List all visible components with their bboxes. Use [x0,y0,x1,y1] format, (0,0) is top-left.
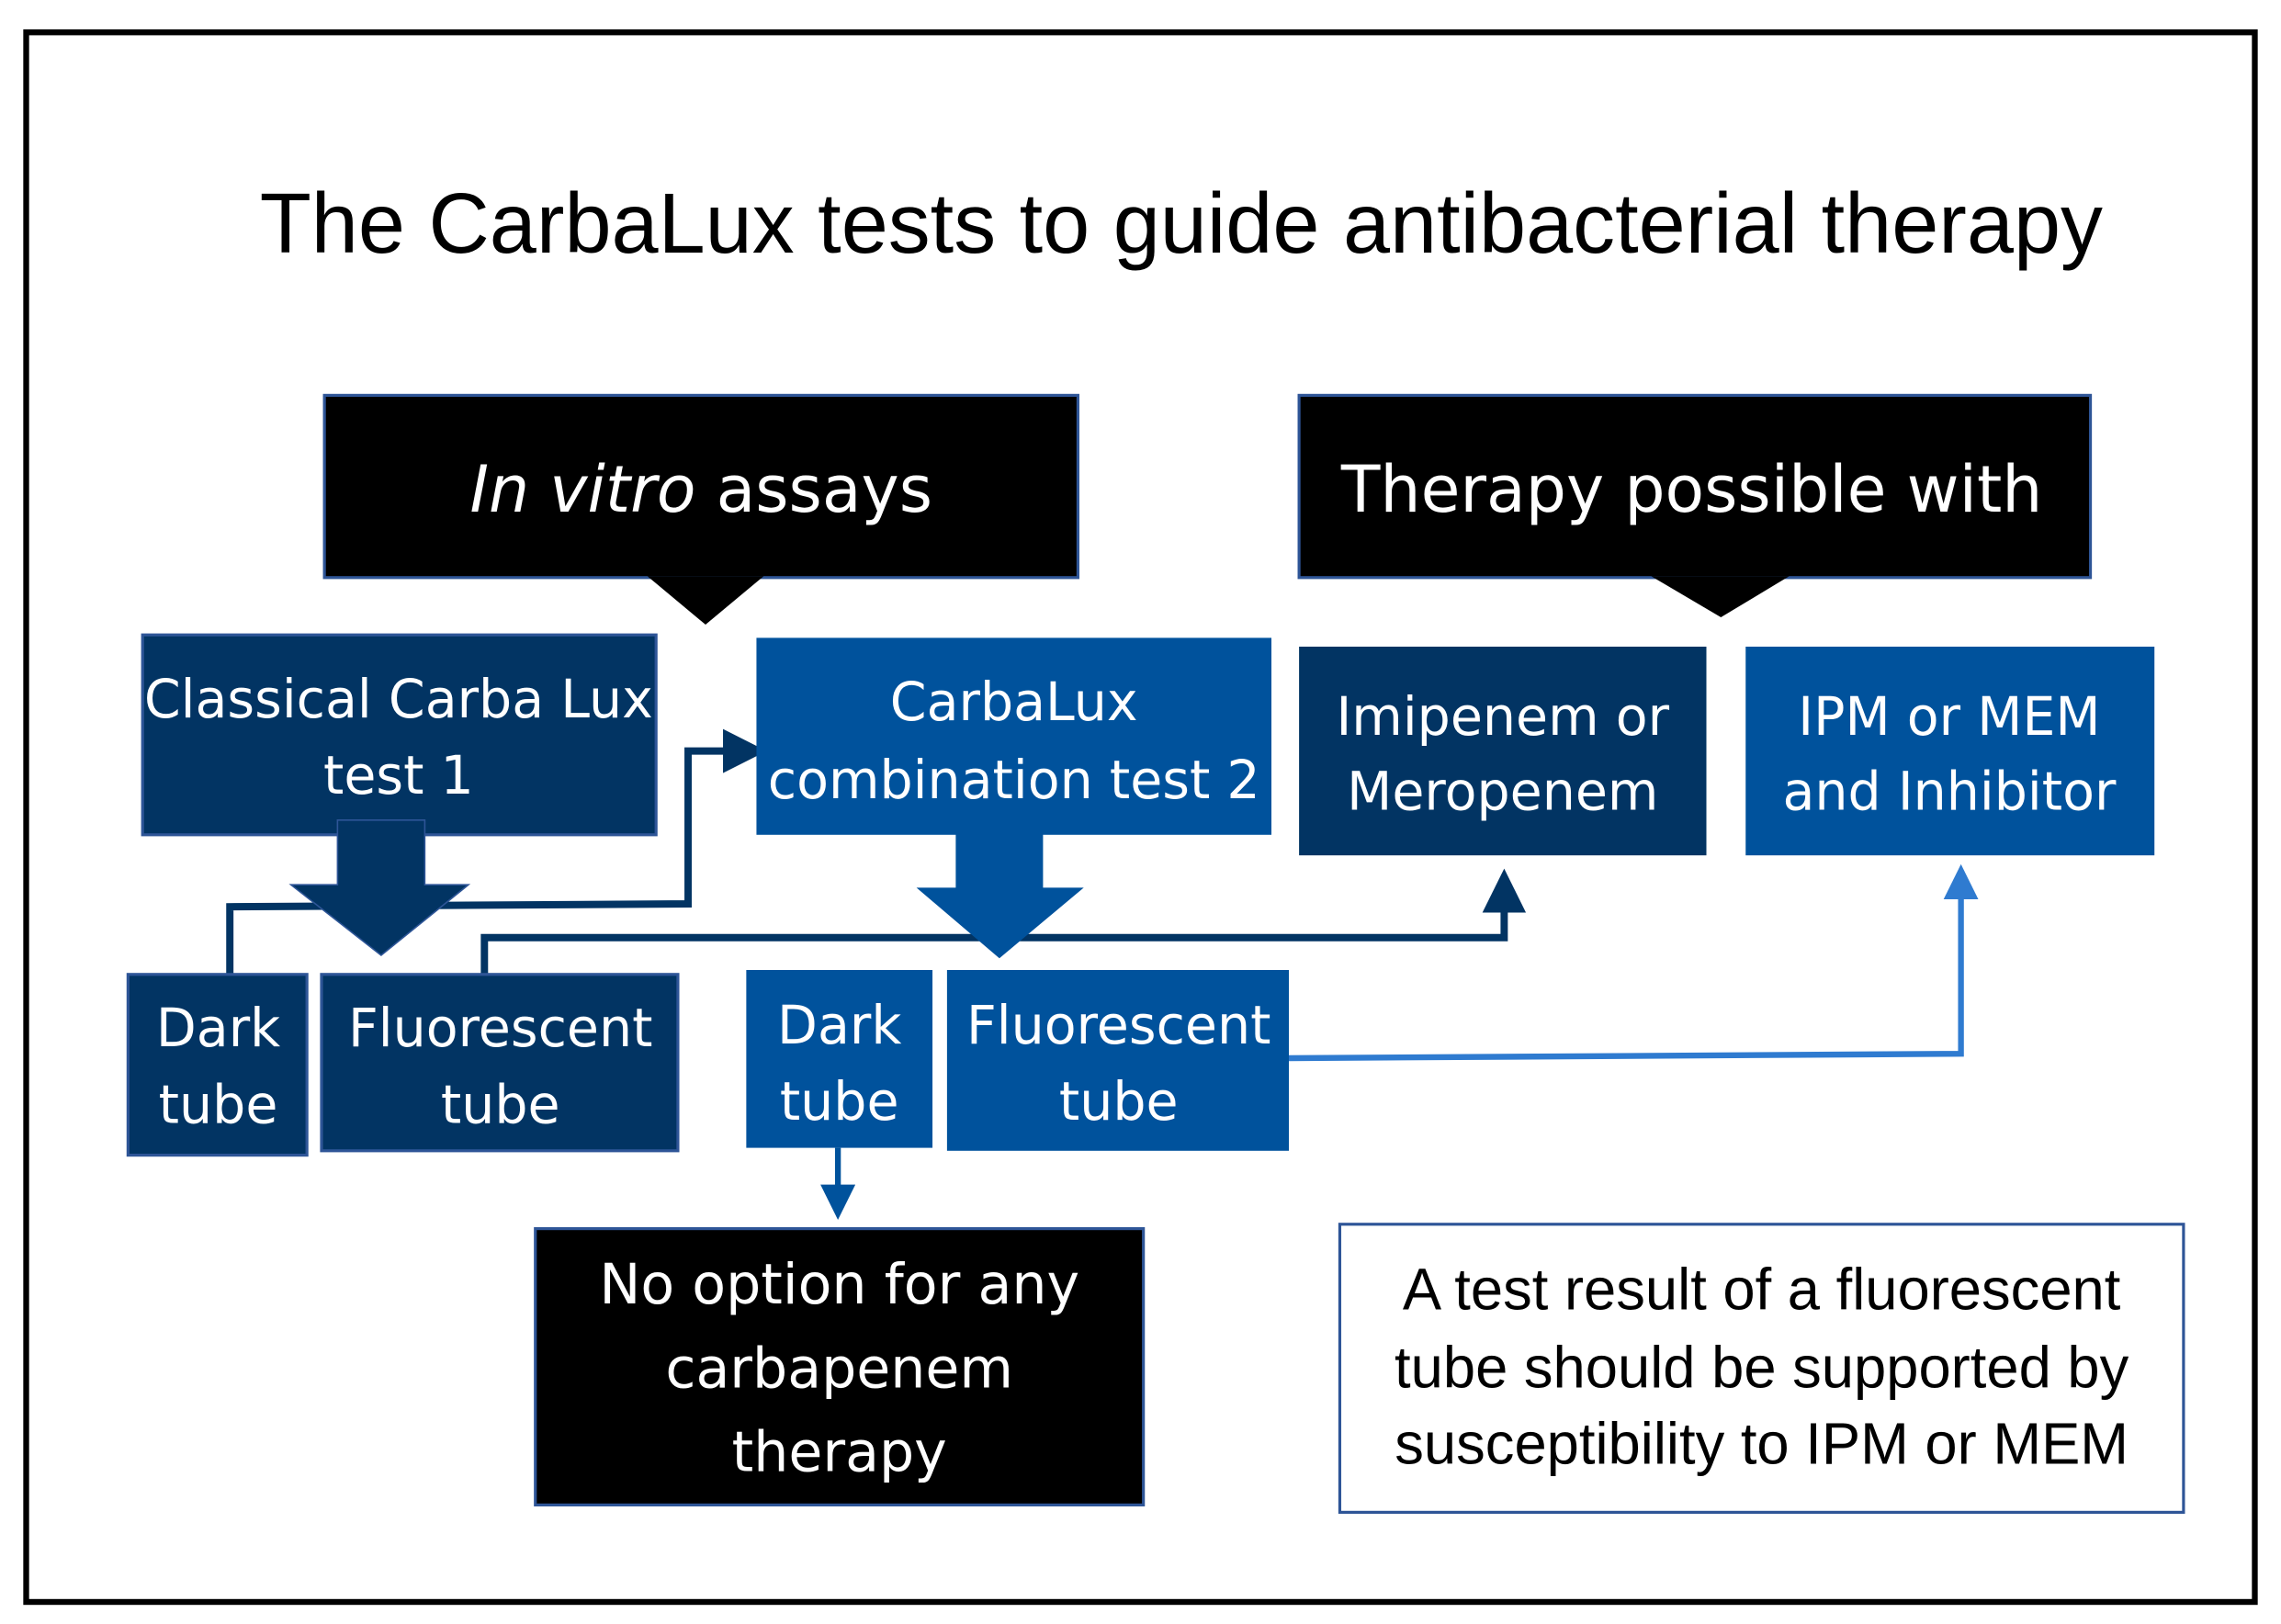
ipm-mem-inhibitor-box: IPM or MEM and Inhibitor [1745,647,2155,856]
svg-text:tube: tube [1059,1071,1179,1133]
test-1-down-arrow [288,819,471,957]
classical-test-1-box: Classical Carba Lux test 1 [141,633,658,837]
svg-text:tube: tube [780,1071,899,1133]
svg-text:Fluorescent: Fluorescent [966,995,1270,1056]
svg-text:Dark: Dark [777,995,902,1056]
fluorescent-tube-2: Fluorescent tube [946,970,1290,1151]
combination-test-2-box: CarbaLux combination test 2 [756,637,1272,835]
svg-text:IPM or MEM: IPM or MEM [1798,686,2100,748]
svg-text:Fluorescent: Fluorescent [348,998,652,1059]
svg-text:Imipenem or: Imipenem or [1337,686,1670,748]
test-2-down-arrow [916,831,1084,959]
svg-text:tube: tube [441,1074,560,1135]
in-vitro-italic: In vitro [469,451,695,526]
svg-text:and Inhibitor: and Inhibitor [1782,761,2116,822]
svg-text:Dark: Dark [156,998,281,1059]
in-vitro-header: In vitro assays [322,393,1079,625]
svg-text:A test result of a fluorescent: A test result of a fluorescent [1403,1257,2121,1322]
no-option-box: No option for any carbapenem therapy [534,1227,1146,1506]
fluor-tube-2-to-ipm-line [1289,863,1979,1062]
svg-text:Classical Carba Lux: Classical Carba Lux [144,669,653,730]
in-vitro-rest: assays [695,451,932,526]
svg-text:combination test 2: combination test 2 [768,750,1260,811]
note-box: A test result of a fluorescent tube shou… [1338,1223,2185,1515]
svg-text:In vitro assays: In vitro assays [469,451,932,526]
therapy-header: Therapy possible with [1297,393,2093,617]
imipenem-meropenem-box: Imipenem or Meropenem [1299,647,1707,856]
svg-text:tube: tube [159,1074,278,1135]
fluorescent-tube-1: Fluorescent tube [320,973,680,1153]
diagram-title: The CarbaLux tests to guide antibacteria… [260,175,2103,272]
svg-text:No option for any: No option for any [599,1253,1079,1317]
svg-text:susceptibility to IPM or MEM: susceptibility to IPM or MEM [1395,1411,2129,1476]
dark-tube-1-to-test-2-line [226,728,767,975]
svg-text:carbapenem: carbapenem [665,1336,1013,1401]
svg-text:test 1: test 1 [323,745,474,806]
svg-text:tube should be supported by: tube should be supported by [1395,1335,2129,1400]
svg-text:therapy: therapy [732,1420,947,1484]
svg-text:Meropenem: Meropenem [1347,761,1658,822]
svg-text:Therapy possible with: Therapy possible with [1340,451,2043,526]
dark-tube-1: Dark tube [126,973,309,1157]
svg-text:CarbaLux: CarbaLux [890,671,1138,733]
dark-tube-2: Dark tube [746,970,933,1148]
